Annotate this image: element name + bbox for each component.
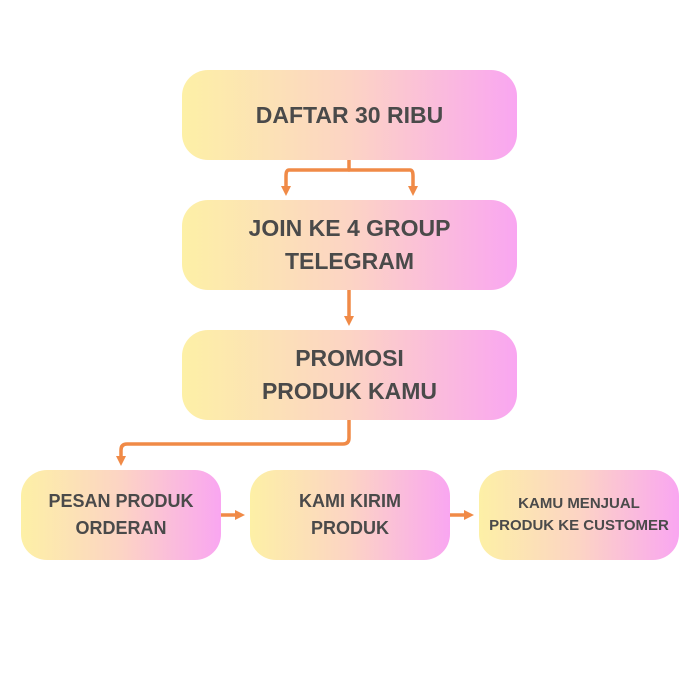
step-kamu-menjual-line-1: KAMU MENJUAL: [518, 495, 640, 512]
step-kami-kirim-line-1: KAMI KIRIM: [299, 491, 401, 511]
step-kamu-menjual: KAMU MENJUAL PRODUK KE CUSTOMER: [479, 470, 679, 560]
step-kami-kirim-line-2: PRODUK: [310, 518, 389, 538]
arrow-daftar-to-join-right: [347, 168, 418, 196]
step-promosi: PROMOSI PRODUK KAMU: [182, 330, 517, 420]
arrow-daftar-to-join-left: [281, 158, 351, 196]
step-kami-kirim: KAMI KIRIM PRODUK: [250, 470, 450, 560]
step-kamu-menjual-line-2: PRODUK KE CUSTOMER: [489, 517, 669, 534]
arrow-promosi-to-pesan: [116, 418, 351, 466]
step-pesan-produk: PESAN PRODUK ORDERAN: [21, 470, 221, 560]
step-promosi-line-1: PROMOSI: [295, 345, 404, 371]
step-daftar-line-1: DAFTAR 30 RIBU: [255, 101, 444, 128]
step-join-group: JOIN KE 4 GROUP TELEGRAM: [182, 200, 517, 290]
step-promosi-line-2: PRODUK KAMU: [261, 378, 438, 404]
step-join-group-line-1: JOIN KE 4 GROUP: [248, 215, 451, 241]
step-join-group-line-2: TELEGRAM: [284, 248, 415, 274]
step-daftar: DAFTAR 30 RIBU: [182, 70, 517, 160]
step-pesan-produk-line-1: PESAN PRODUK: [48, 491, 194, 511]
step-pesan-produk-line-2: ORDERAN: [75, 518, 167, 538]
